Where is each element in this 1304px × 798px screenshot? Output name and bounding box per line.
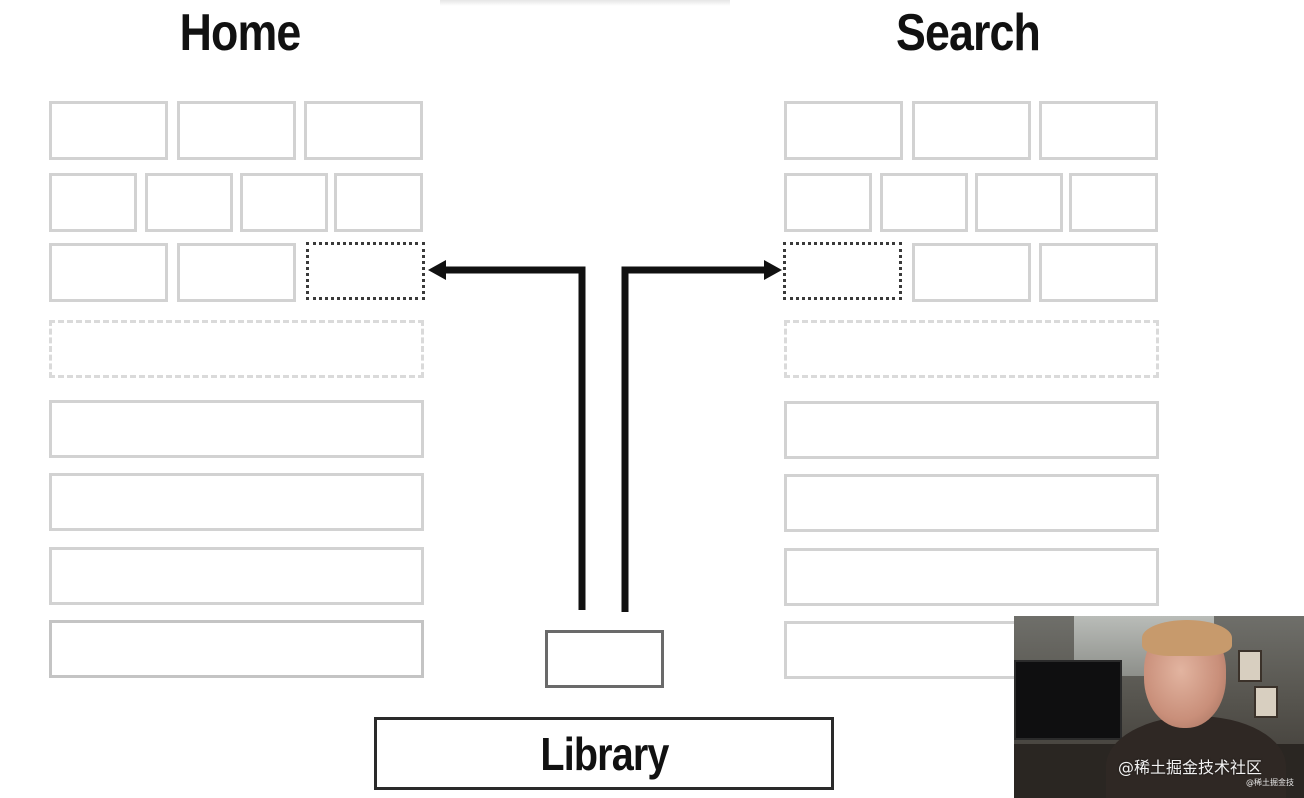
search-tile <box>1069 173 1158 232</box>
search-target-slot <box>783 242 902 300</box>
presenter-body <box>1106 716 1286 798</box>
search-tile <box>1039 101 1158 160</box>
home-row <box>49 620 424 678</box>
home-row <box>49 473 424 531</box>
search-tile <box>880 173 968 232</box>
home-tile <box>49 101 168 160</box>
search-row <box>784 474 1159 532</box>
search-tile <box>912 243 1031 302</box>
home-tile <box>304 101 423 160</box>
presenter-webcam: @稀土掘金技术社区 @稀土掘金技 <box>1014 616 1304 798</box>
search-tile <box>912 101 1031 160</box>
home-row <box>49 400 424 458</box>
home-tile <box>177 243 296 302</box>
library-box: Library <box>374 717 834 790</box>
search-title: Search <box>895 4 1041 62</box>
search-placeholder-row <box>784 320 1159 378</box>
home-tile <box>49 173 137 232</box>
webcam-monitor <box>1014 660 1122 740</box>
watermark-text: @稀土掘金技术社区 <box>1118 758 1263 777</box>
search-tile <box>975 173 1063 232</box>
search-row <box>784 548 1159 606</box>
home-tile <box>177 101 296 160</box>
shared-component-box <box>545 630 664 688</box>
arrow-to-home <box>440 266 586 610</box>
home-target-slot <box>306 242 425 300</box>
home-title: Home <box>179 4 302 62</box>
webcam-wall-frame <box>1254 686 1278 718</box>
watermark-small-text: @稀土掘金技 <box>1246 778 1294 787</box>
arrow-to-search <box>621 266 770 612</box>
library-label: Library <box>539 727 669 780</box>
home-tile <box>145 173 233 232</box>
home-tile <box>240 173 328 232</box>
home-row <box>49 547 424 605</box>
arrowhead-right-icon <box>764 260 782 280</box>
home-placeholder-row <box>49 320 424 378</box>
presenter-hair <box>1142 620 1232 656</box>
webcam-wall-frame <box>1238 650 1262 682</box>
home-tile <box>334 173 423 232</box>
search-tile <box>1039 243 1158 302</box>
home-tile <box>49 243 168 302</box>
top-shadow <box>440 0 730 6</box>
search-tile <box>784 101 903 160</box>
search-tile <box>784 173 872 232</box>
arrowhead-left-icon <box>428 260 446 280</box>
search-row <box>784 401 1159 459</box>
